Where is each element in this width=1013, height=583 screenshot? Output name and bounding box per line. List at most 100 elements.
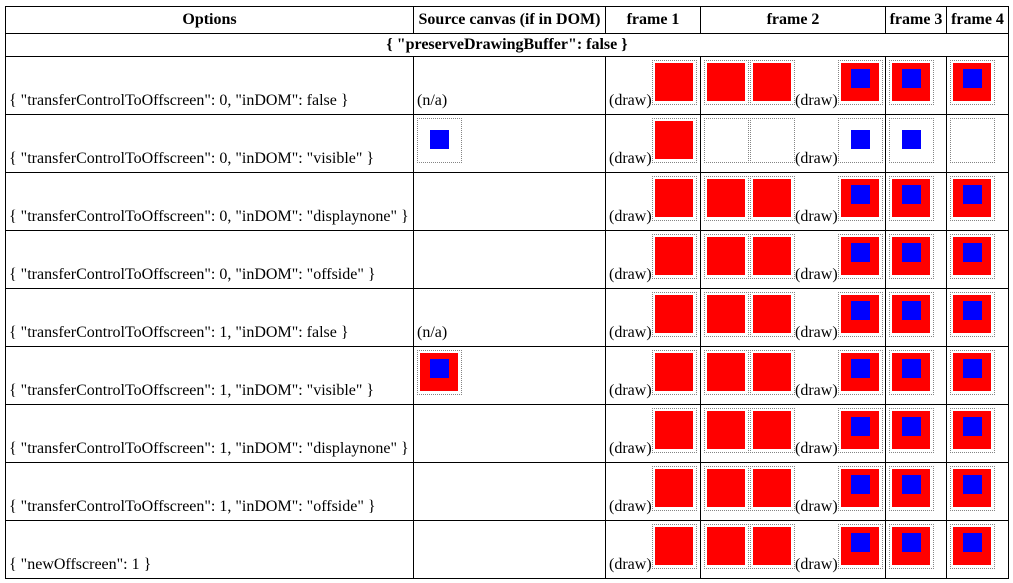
red-square (753, 237, 791, 275)
blue-square (963, 301, 982, 320)
frame-2-cell: (draw) (700, 404, 886, 463)
frame-4-cell (946, 172, 1009, 231)
table-row: { "transferControlToOffscreen": 1, "inDO… (5, 288, 1009, 347)
frame-4-cell (946, 56, 1009, 115)
frame-2-cell: (draw) (700, 114, 886, 173)
frame-2-cell: (draw) (700, 346, 886, 405)
options-cell: { "transferControlToOffscreen": 1, "inDO… (5, 462, 414, 521)
draw-label: (draw) (795, 498, 838, 515)
red-square (654, 469, 693, 507)
table-row: { "transferControlToOffscreen": 1, "inDO… (5, 346, 1009, 405)
frame-4-cell (946, 462, 1009, 521)
frame-4-cell (946, 404, 1009, 463)
canvas-redblue (837, 176, 883, 221)
source-canvas-cell (413, 520, 606, 579)
red-square (753, 353, 791, 391)
source-canvas-cell (413, 230, 606, 289)
blue-square (850, 69, 870, 88)
blue-square (902, 243, 921, 262)
options-cell: { "transferControlToOffscreen": 1, "inDO… (5, 288, 414, 347)
table-body: { "transferControlToOffscreen": 0, "inDO… (5, 56, 1009, 579)
frame-4-cell (946, 520, 1009, 579)
blue-square (963, 475, 982, 494)
draw-label: (draw) (609, 324, 652, 341)
red-square (753, 527, 791, 565)
blue-square (902, 475, 921, 494)
red-square (654, 63, 693, 101)
frame-1-cell: (draw) (605, 404, 701, 463)
canvas-empty (750, 118, 795, 163)
frame-2-cell: (draw) (700, 288, 886, 347)
canvas-redblue (889, 408, 934, 453)
draw-label: (draw) (609, 556, 652, 573)
canvas-red (750, 408, 795, 453)
red-square (753, 63, 791, 101)
blue-square (902, 130, 921, 149)
options-cell: { "transferControlToOffscreen": 1, "inDO… (5, 346, 414, 405)
red-square (707, 353, 745, 391)
draw-label: (draw) (795, 382, 838, 399)
red-square (707, 411, 745, 449)
red-square (707, 179, 745, 217)
canvas-red (750, 466, 795, 511)
canvas-redblue (837, 524, 883, 569)
canvas-redblue (837, 408, 883, 453)
canvas-redblue (837, 466, 883, 511)
blue-square (902, 359, 921, 378)
red-square (654, 527, 693, 565)
red-square (753, 469, 791, 507)
source-canvas-cell: (n/a) (413, 56, 606, 115)
red-square (707, 295, 745, 333)
frame-3-cell (885, 346, 947, 405)
blue-square (963, 243, 982, 262)
canvas-redblue (950, 350, 995, 395)
blue-square (902, 69, 921, 88)
canvas-blue (889, 118, 934, 163)
canvas-red (704, 292, 749, 337)
canvas-red (651, 234, 697, 279)
frame-2-cell: (draw) (700, 462, 886, 521)
draw-label: (draw) (609, 92, 652, 109)
options-cell: { "transferControlToOffscreen": 0, "inDO… (5, 172, 414, 231)
frame-1-cell: (draw) (605, 56, 701, 115)
source-canvas-cell (413, 462, 606, 521)
blue-square (902, 185, 921, 204)
frame-4-cell (946, 346, 1009, 405)
draw-label: (draw) (795, 556, 838, 573)
options-cell: { "transferControlToOffscreen": 0, "inDO… (5, 56, 414, 115)
frame-3-cell (885, 288, 947, 347)
canvas-redblue (837, 60, 883, 105)
frame-3-cell (885, 172, 947, 231)
draw-label: (draw) (795, 92, 838, 109)
red-square (654, 411, 693, 449)
blue-square (902, 301, 921, 320)
frame-4-cell (946, 114, 1009, 173)
canvas-red (651, 408, 697, 453)
table-row: { "transferControlToOffscreen": 0, "inDO… (5, 114, 1009, 173)
draw-label: (draw) (795, 440, 838, 457)
source-canvas-cell (413, 114, 606, 173)
frame-1-cell: (draw) (605, 520, 701, 579)
frame-3-cell (885, 404, 947, 463)
blue-square (430, 359, 449, 378)
frame-3-cell (885, 114, 947, 173)
table-row: { "transferControlToOffscreen": 0, "inDO… (5, 56, 1009, 115)
canvas-redblue (889, 350, 934, 395)
blue-square (963, 533, 982, 552)
blue-square (963, 417, 982, 436)
draw-label: (draw) (795, 266, 838, 283)
canvas-empty (704, 118, 749, 163)
canvas-redblue (837, 350, 883, 395)
canvas-red (704, 466, 749, 511)
blue-square (902, 417, 921, 436)
red-square (654, 295, 693, 333)
frame-1-cell: (draw) (605, 230, 701, 289)
canvas-red (651, 176, 697, 221)
canvas-red (704, 60, 749, 105)
draw-label: (draw) (609, 440, 652, 457)
draw-label: (draw) (609, 266, 652, 283)
column-header-source-canvas: Source canvas (if in DOM) (413, 6, 606, 34)
canvas-red (704, 524, 749, 569)
source-canvas-cell (413, 346, 606, 405)
canvas-red (704, 234, 749, 279)
